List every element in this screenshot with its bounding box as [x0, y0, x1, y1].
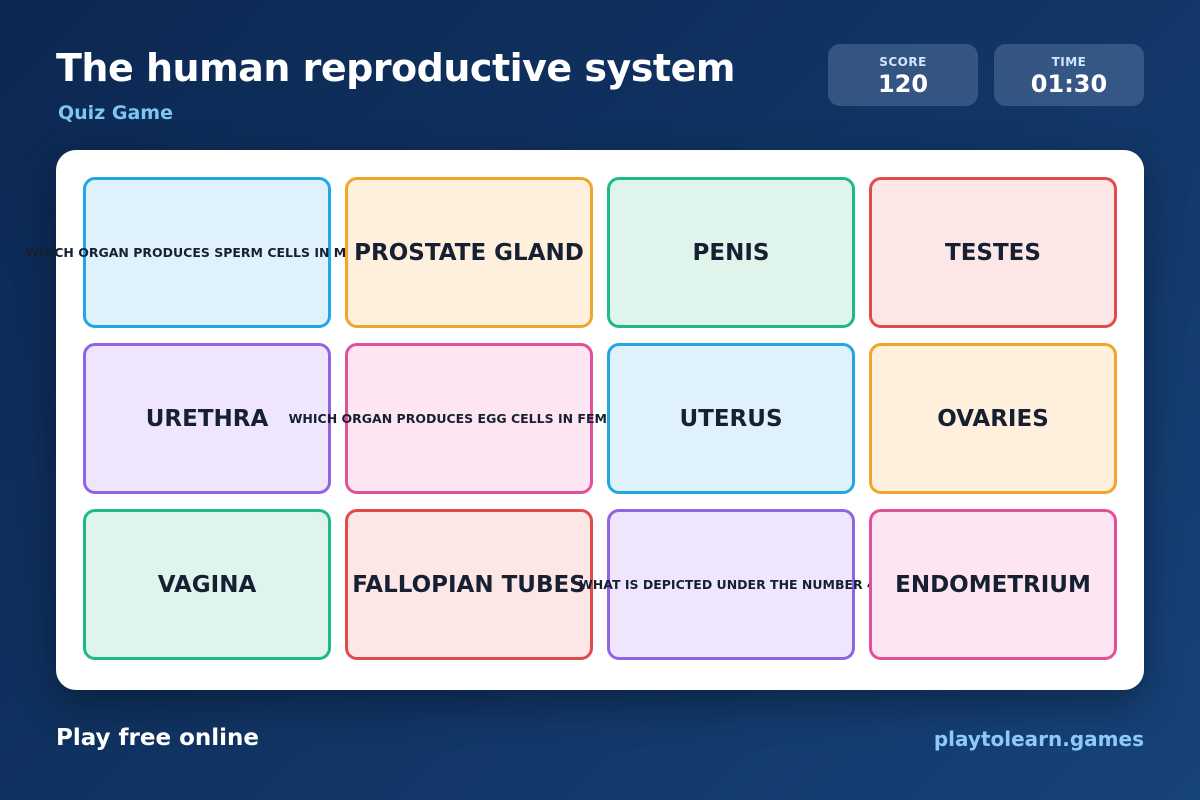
card-endometrium[interactable]: ENDOMETRIUM: [869, 509, 1117, 660]
footer-tagline: Play free online: [56, 725, 260, 751]
card-penis[interactable]: PENIS: [607, 177, 855, 328]
card-prostate-gland[interactable]: PROSTATE GLAND: [345, 177, 593, 328]
score-label: SCORE: [879, 55, 927, 69]
card-text: WHICH ORGAN PRODUCES SPERM CELLS IN MALE…: [25, 245, 389, 260]
card-text: VAGINA: [157, 571, 257, 598]
time-value: 01:30: [1030, 70, 1108, 98]
card-urethra[interactable]: URETHRA: [83, 343, 331, 494]
score-panel: SCORE 120: [828, 44, 978, 106]
score-value: 120: [877, 70, 929, 98]
card-text: OVARIES: [937, 405, 1049, 432]
timer-panel: TIME 01:30: [994, 44, 1144, 106]
card-text: PENIS: [692, 239, 770, 266]
card-question-egg-cells[interactable]: WHICH ORGAN PRODUCES EGG CELLS IN FEMALE…: [289, 343, 649, 494]
card-text: TESTES: [945, 239, 1041, 266]
card-question-sperm-cells[interactable]: WHICH ORGAN PRODUCES SPERM CELLS IN MALE…: [25, 177, 389, 328]
card-text: ENDOMETRIUM: [895, 571, 1091, 598]
game-board: WHICH ORGAN PRODUCES SPERM CELLS IN MALE…: [25, 150, 1144, 690]
card-text: WHICH ORGAN PRODUCES EGG CELLS IN FEMALE…: [288, 411, 650, 426]
page-title: The human reproductive system: [56, 46, 735, 90]
card-uterus[interactable]: UTERUS: [607, 343, 855, 494]
footer-site-link[interactable]: playtolearn.games: [933, 727, 1144, 751]
card-fallopian-tubes[interactable]: FALLOPIAN TUBES: [345, 509, 593, 660]
card-ovaries[interactable]: OVARIES: [869, 343, 1117, 494]
card-text: UTERUS: [679, 405, 783, 432]
time-label: TIME: [1051, 55, 1087, 69]
card-text: FALLOPIAN TUBES: [352, 571, 586, 598]
page-subtitle: Quiz Game: [58, 102, 173, 124]
card-text: URETHRA: [145, 405, 269, 432]
card-testes[interactable]: TESTES: [869, 177, 1117, 328]
card-text: WHAT IS DEPICTED UNDER THE NUMBER 4?: [579, 577, 883, 592]
card-question-number-4[interactable]: WHAT IS DEPICTED UNDER THE NUMBER 4?: [579, 509, 883, 660]
card-vagina[interactable]: VAGINA: [83, 509, 331, 660]
card-grid: WHICH ORGAN PRODUCES SPERM CELLS IN MALE…: [25, 177, 1117, 660]
card-text: PROSTATE GLAND: [354, 239, 584, 266]
